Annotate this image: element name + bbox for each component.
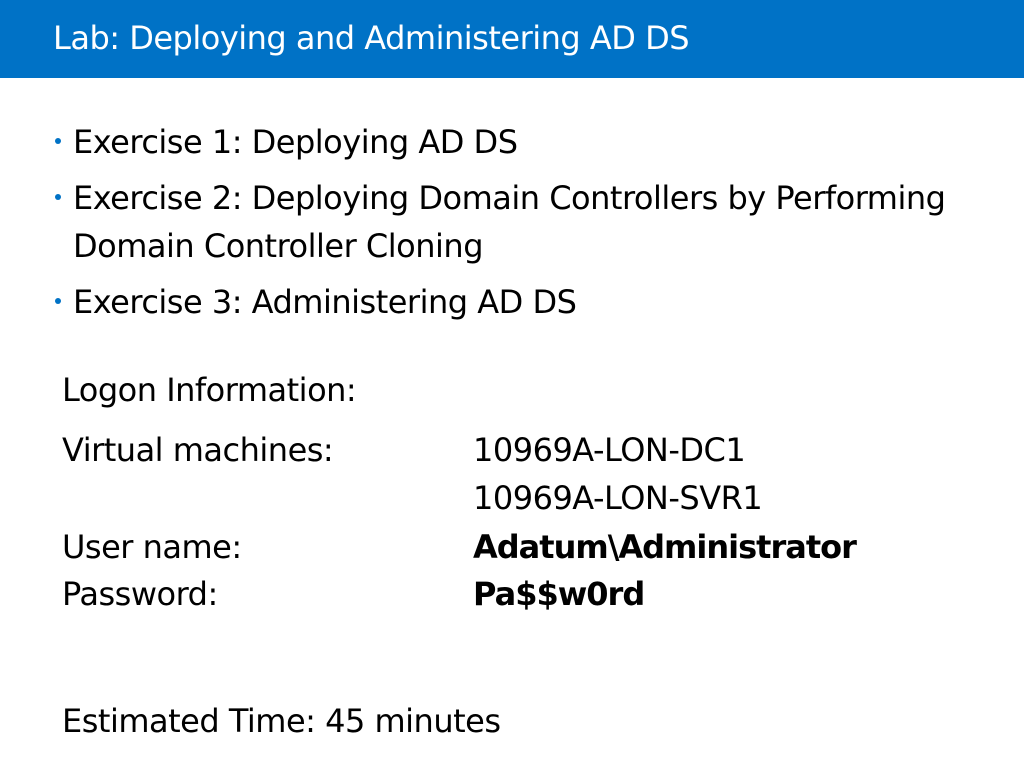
exercise-text: Exercise 2: Deploying Domain Controllers… — [73, 179, 946, 265]
logon-heading: Logon Information: — [62, 371, 357, 409]
exercise-item: Exercise 2: Deploying Domain Controllers… — [55, 174, 955, 270]
user-label: User name: — [62, 528, 242, 566]
exercise-item: Exercise 3: Administering AD DS — [55, 278, 955, 326]
exercise-item: Exercise 1: Deploying AD DS — [55, 118, 955, 166]
estimated-time: Estimated Time: 45 minutes — [62, 702, 501, 740]
bullet-dot-icon — [55, 194, 61, 200]
exercise-text: Exercise 3: Administering AD DS — [73, 283, 577, 321]
slide-title: Lab: Deploying and Administering AD DS — [53, 19, 690, 57]
title-bar: Lab: Deploying and Administering AD DS — [0, 0, 1024, 78]
password-label: Password: — [62, 575, 218, 613]
vm-label: Virtual machines: — [62, 431, 334, 469]
bullet-dot-icon — [55, 298, 61, 304]
vm-value-2: 10969A-LON-SVR1 — [473, 479, 763, 517]
user-value: Adatum\Administrator — [473, 528, 857, 566]
exercise-list: Exercise 1: Deploying AD DS Exercise 2: … — [55, 118, 955, 334]
vm-value-1: 10969A-LON-DC1 — [473, 431, 746, 469]
bullet-dot-icon — [55, 138, 61, 144]
password-value: Pa$$w0rd — [473, 575, 645, 613]
exercise-text: Exercise 1: Deploying AD DS — [73, 123, 518, 161]
